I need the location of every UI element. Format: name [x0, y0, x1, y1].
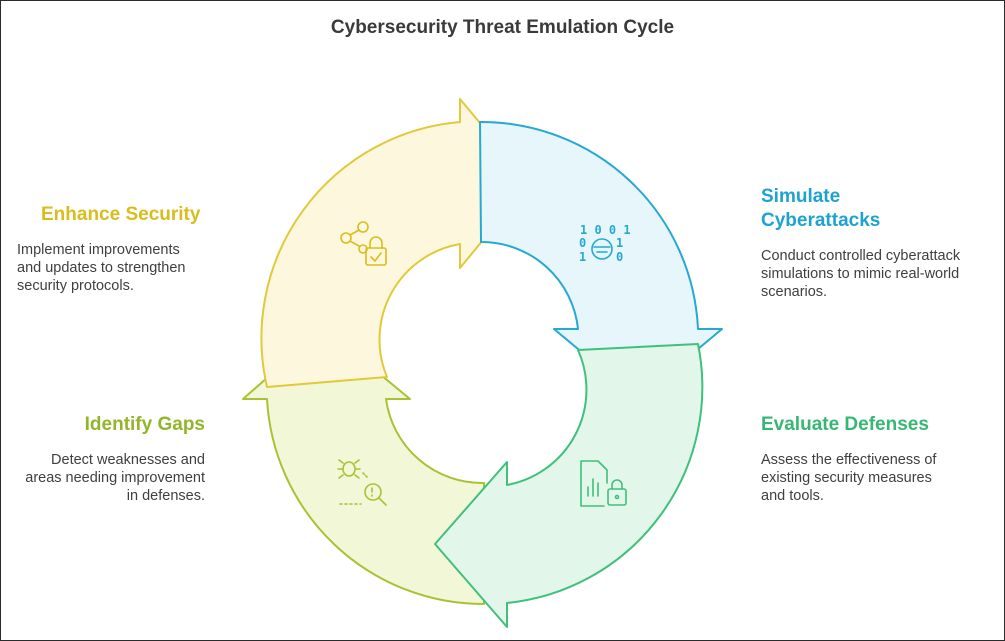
enhance-security-description: Implement improvements and updates to st… [17, 242, 186, 294]
identify-gaps-description: Detect weaknesses and areas needing impr… [25, 452, 205, 504]
svg-text:0: 0 [616, 250, 623, 264]
report-lock-icon [580, 460, 627, 507]
svg-text:1: 1 [616, 236, 623, 250]
bug-search-icon [337, 459, 387, 506]
svg-text:1: 1 [579, 250, 586, 264]
simulate-cyberattacks-label: Simulate Cyberattacks [761, 186, 881, 231]
binary-hacker-icon: 1 0 0 1 0 1 1 0 [579, 223, 631, 264]
diagram-title: Cybersecurity Threat Emulation Cycle [330, 17, 675, 38]
evaluate-defenses-label: Evaluate Defenses [761, 414, 929, 435]
share-lock-icon [340, 221, 387, 266]
evaluate-defenses-arrow [434, 343, 704, 628]
simulate-cyberattacks-description: Conduct controlled cyberattack simulatio… [761, 248, 961, 300]
enhance-security-arrow [260, 98, 531, 388]
enhance-security-label: Enhance Security [41, 204, 201, 225]
evaluate-defenses-description: Assess the effectiveness of existing sec… [761, 452, 937, 504]
svg-text:1 0 0 1: 1 0 0 1 [580, 223, 631, 237]
svg-text:0: 0 [579, 236, 586, 250]
identify-gaps-label: Identify Gaps [84, 414, 205, 435]
simulate-cyberattacks-arrow [479, 120, 723, 400]
identify-gaps-arrow [242, 327, 485, 606]
